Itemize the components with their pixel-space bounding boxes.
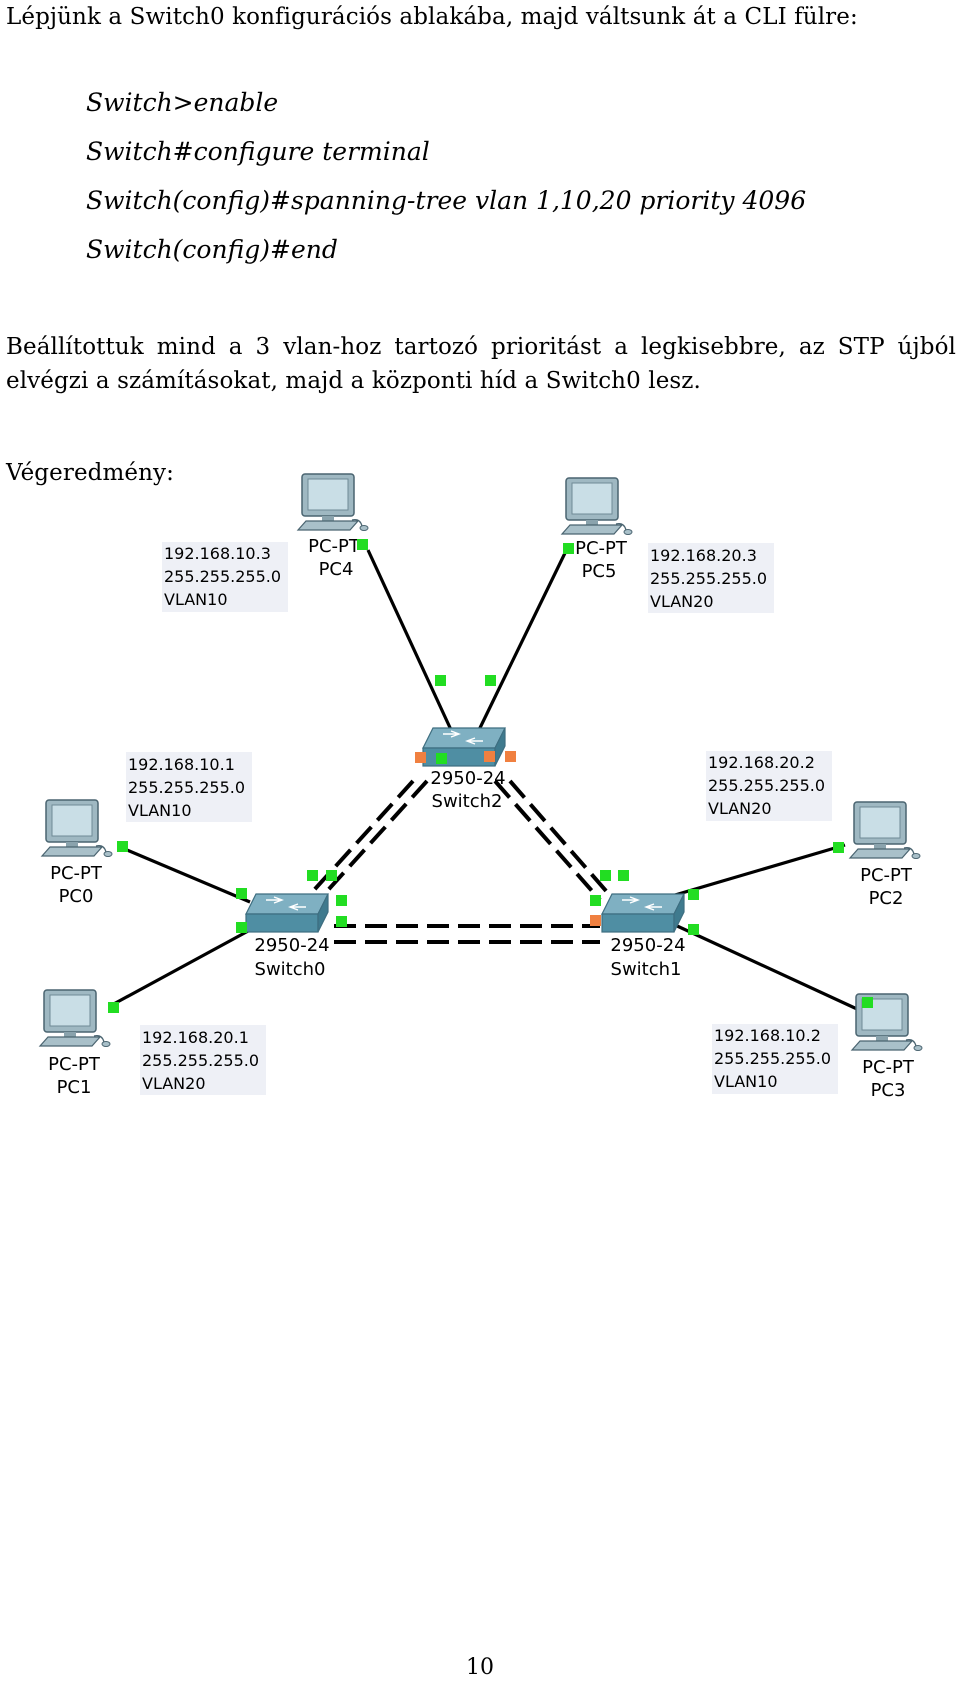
ip-label-pc1: 192.168.20.1 255.255.255.0 VLAN20 (140, 1025, 266, 1095)
result-label: Végeredmény: (6, 460, 174, 486)
pc-icon (561, 477, 633, 536)
pc-icon (41, 799, 113, 858)
pc-name-label: PC2 (869, 888, 904, 909)
intro-paragraph: Lépjünk a Switch0 konfigurációs ablakába… (6, 4, 858, 30)
switch-name-label: Switch2 (432, 791, 503, 812)
cli-command-list: Switch>enable Switch#configure terminal … (86, 84, 806, 280)
cli-command: Switch(config)#end (86, 235, 338, 264)
ip-address: 192.168.10.2 (714, 1026, 821, 1045)
page-number: 10 (466, 1655, 494, 1680)
pc-type-label: PC-PT (862, 1057, 915, 1078)
ip-label-pc0: 192.168.10.1 255.255.255.0 VLAN10 (126, 752, 252, 822)
pc-1: PC-PT PC1 (39, 989, 111, 1098)
solid-links (109, 549, 871, 1017)
vlan-label: VLAN10 (164, 590, 228, 609)
subnet-mask: 255.255.255.0 (708, 776, 825, 795)
pc-type-label: PC-PT (48, 1054, 101, 1075)
switch-2: 2950-24 Switch2 (422, 727, 506, 812)
pc-name-label: PC1 (57, 1077, 92, 1098)
pc-name-label: PC0 (59, 886, 94, 907)
subnet-mask: 255.255.255.0 (650, 569, 767, 588)
subnet-mask: 255.255.255.0 (714, 1049, 831, 1068)
pc-0: PC-PT PC0 (41, 799, 113, 907)
ip-address: 192.168.10.1 (128, 755, 235, 774)
switch-name-label: Switch1 (611, 959, 682, 980)
subnet-mask: 255.255.255.0 (142, 1051, 259, 1070)
pc-5: PC-PT PC5 (561, 477, 633, 582)
ip-label-pc4: 192.168.10.3 255.255.255.0 VLAN10 (162, 542, 288, 612)
pc-name-label: PC3 (871, 1080, 906, 1101)
pc-2: PC-PT PC2 (849, 801, 921, 909)
pc-name-label: PC4 (319, 559, 354, 580)
switch-1: 2950-24 Switch1 (601, 893, 686, 980)
pc-3: PC-PT PC3 (851, 993, 923, 1101)
pc-type-label: PC-PT (575, 538, 628, 559)
switch-icon (245, 893, 329, 933)
ip-label-pc5: 192.168.20.3 255.255.255.0 VLAN20 (648, 543, 774, 613)
pc-name-label: PC5 (582, 561, 617, 582)
vlan-label: VLAN10 (128, 801, 192, 820)
network-topology-diagram: 2950-24 Switch0 2950-24 Switch1 2950-24 … (39, 473, 923, 1101)
ip-label-pc3: 192.168.10.2 255.255.255.0 VLAN10 (712, 1024, 838, 1094)
switch-model-label: 2950-24 (254, 935, 329, 956)
switch-model-label: 2950-24 (610, 935, 685, 956)
vlan-label: VLAN20 (708, 799, 772, 818)
pc-icon (297, 473, 369, 532)
switch-0: 2950-24 Switch0 (245, 893, 330, 980)
ip-address: 192.168.20.2 (708, 753, 815, 772)
pc-icon (849, 801, 921, 860)
cli-command: Switch(config)#spanning-tree vlan 1,10,2… (86, 186, 807, 215)
ip-label-pc2: 192.168.20.2 255.255.255.0 VLAN20 (706, 751, 832, 821)
cli-command: Switch>enable (86, 88, 279, 117)
ip-address: 192.168.20.3 (650, 546, 757, 565)
ip-address: 192.168.10.3 (164, 544, 271, 563)
explanation-paragraph: Beállítottuk mind a 3 vlan-hoz tartozó p… (6, 334, 956, 394)
pc-type-label: PC-PT (50, 863, 103, 884)
link-lights-blocked (415, 751, 601, 926)
switch-name-label: Switch0 (255, 959, 326, 980)
pc-4: PC-PT PC4 (297, 473, 369, 580)
switch-model-label: 2950-24 (430, 768, 505, 789)
pc-icon (39, 989, 111, 1048)
subnet-mask: 255.255.255.0 (164, 567, 281, 586)
pc-type-label: PC-PT (860, 865, 913, 886)
vlan-label: VLAN20 (142, 1074, 206, 1093)
vlan-label: VLAN10 (714, 1072, 778, 1091)
subnet-mask: 255.255.255.0 (128, 778, 245, 797)
link-lights-up (108, 539, 873, 1013)
cli-command: Switch#configure terminal (86, 137, 430, 166)
switch-icon (601, 893, 685, 933)
vlan-label: VLAN20 (650, 592, 714, 611)
pc-type-label: PC-PT (308, 536, 361, 557)
ip-address: 192.168.20.1 (142, 1028, 249, 1047)
